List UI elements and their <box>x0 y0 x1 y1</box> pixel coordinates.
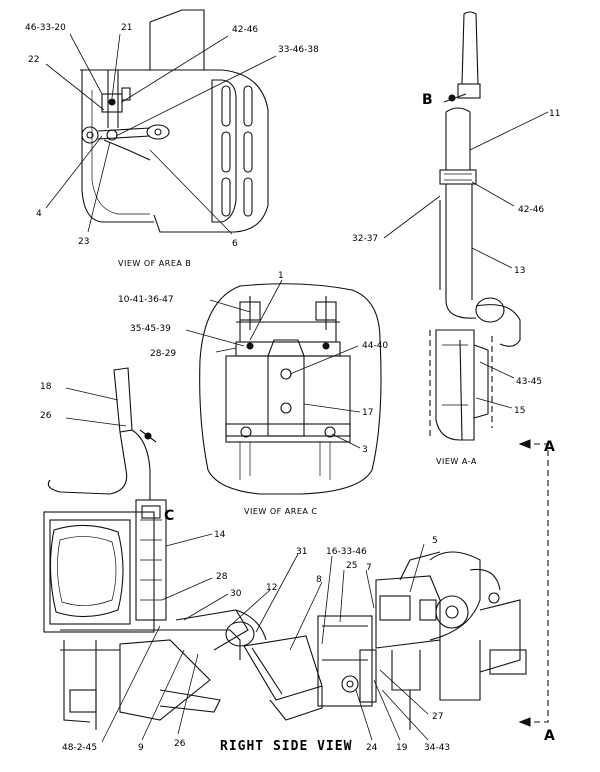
callout-27: 27 <box>432 712 443 722</box>
view-a-a-title: VIEW A-A <box>436 457 477 466</box>
callout-7: 7 <box>366 563 372 573</box>
callout-18: 18 <box>40 382 52 392</box>
marker-a-top: A <box>544 439 555 455</box>
view-area-c-title: VIEW OF AREA C <box>244 507 317 516</box>
marker-b: B <box>422 92 433 108</box>
callout-24: 24 <box>366 743 378 753</box>
callout-9: 9 <box>138 743 144 753</box>
callout-5: 5 <box>432 536 438 546</box>
callout-15: 15 <box>514 406 525 416</box>
callout-26-top: 26 <box>40 411 52 421</box>
callout-28-29: 28-29 <box>150 349 176 359</box>
right-side-view-title: RIGHT SIDE VIEW <box>220 739 352 754</box>
callout-19: 19 <box>396 743 408 753</box>
view-area-b-title: VIEW OF AREA B <box>118 259 191 268</box>
callout-35-45-39: 35-45-39 <box>130 324 171 334</box>
callout-46-33-20: 46-33-20 <box>25 23 66 33</box>
callout-43-45: 43-45 <box>516 377 542 387</box>
callout-14: 14 <box>214 530 226 540</box>
callout-30: 30 <box>230 589 242 599</box>
callout-42-46-a: 42-46 <box>518 205 544 215</box>
marker-c: C <box>164 508 174 524</box>
callout-26-bottom: 26 <box>174 739 186 749</box>
callout-17: 17 <box>362 408 373 418</box>
callout-4: 4 <box>36 209 42 219</box>
callout-25: 25 <box>346 561 357 571</box>
callout-44-40: 44-40 <box>362 341 388 351</box>
callout-23: 23 <box>78 237 89 247</box>
callout-13: 13 <box>514 266 525 276</box>
callout-28: 28 <box>216 572 228 582</box>
callout-16-33-46: 16-33-46 <box>326 547 367 557</box>
callout-21: 21 <box>121 23 132 33</box>
marker-a-bottom: A <box>544 728 555 744</box>
callout-8: 8 <box>316 575 322 585</box>
view-area-c: 1 10-41-36-47 35-45-39 28-29 44-40 17 3 … <box>118 271 388 516</box>
callout-10-41-36-47: 10-41-36-47 <box>118 295 174 305</box>
callout-48-2-45: 48-2-45 <box>62 743 97 753</box>
callout-12: 12 <box>266 583 277 593</box>
callout-32-37: 32-37 <box>352 234 378 244</box>
view-a-a: B 11 42-46 32-37 13 43-45 15 VIEW A-A <box>352 11 560 466</box>
callout-3: 3 <box>362 445 368 455</box>
callout-6: 6 <box>232 239 238 249</box>
callout-11: 11 <box>549 109 560 119</box>
callout-1: 1 <box>278 271 284 281</box>
callout-33-46-38: 33-46-38 <box>278 45 319 55</box>
view-area-b: 46-33-20 21 42-46 22 33-46-38 4 23 6 VIE… <box>25 9 319 268</box>
callout-42-46-b: 42-46 <box>232 25 258 35</box>
callout-34-43: 34-43 <box>424 743 450 753</box>
callout-22: 22 <box>28 55 39 65</box>
callout-31: 31 <box>296 547 307 557</box>
right-side-view: 18 26 C 14 5 31 16-33-46 8 25 7 28 12 30… <box>40 367 555 754</box>
